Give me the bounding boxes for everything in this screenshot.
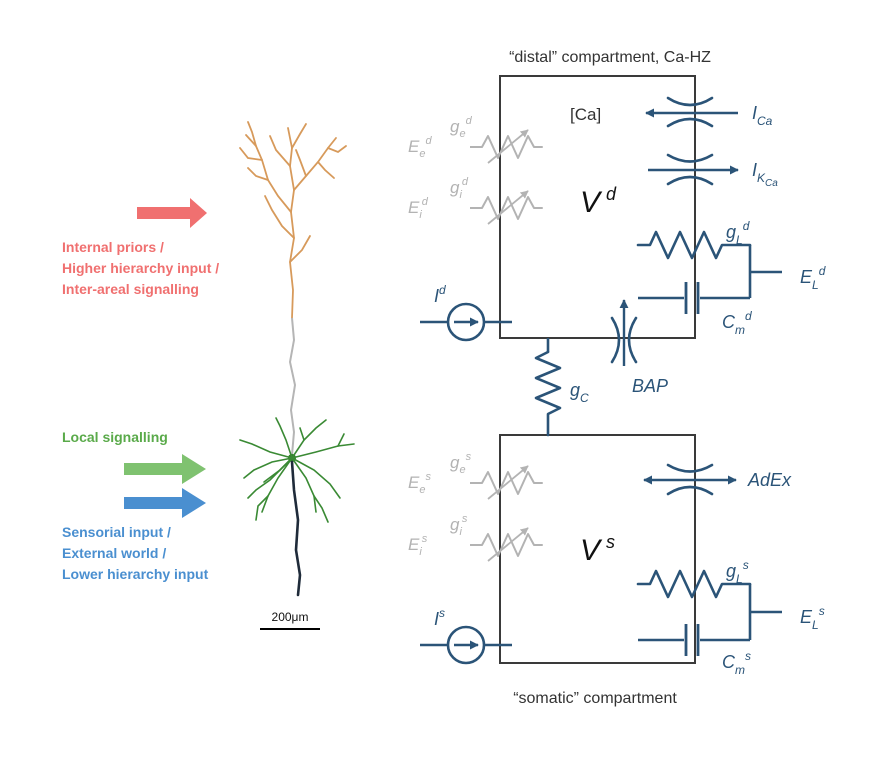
apical-tuft xyxy=(239,121,347,319)
i-ca-label: ICa xyxy=(752,103,773,128)
g-i-s-label: gis xyxy=(450,513,468,538)
sensory-label-line1: Sensorial input / xyxy=(62,524,171,540)
e-e-d-label: Eed xyxy=(408,135,432,160)
e-e-s-label: Ees xyxy=(408,471,431,496)
c-m-d-label: Cmd xyxy=(722,309,752,337)
somatic-excitatory-synapse xyxy=(470,465,543,500)
e-l-s-label: ELs xyxy=(800,604,825,632)
axon xyxy=(290,460,302,597)
adex-channel xyxy=(643,463,737,496)
i-kca-label: IKCa xyxy=(752,160,778,189)
somatic-compartment-box xyxy=(499,434,696,664)
g-l-s-label: gLs xyxy=(726,558,749,586)
somatic-inhibitory-synapse xyxy=(470,527,543,562)
coupling-conductance xyxy=(534,338,562,437)
g-e-d-label: ged xyxy=(450,115,473,140)
basal-dendrites xyxy=(239,417,355,523)
internal-label-line2: Higher hierarchy input / xyxy=(62,260,219,276)
bap-channel xyxy=(610,299,638,366)
i-d-label: Id xyxy=(434,283,446,306)
local-label: Local signalling xyxy=(62,429,168,445)
sensory-label-line3: Lower hierarchy input xyxy=(62,566,209,582)
g-c-label: gC xyxy=(570,380,589,405)
ca-channel xyxy=(645,96,738,128)
g-l-d-label: gLd xyxy=(726,219,750,247)
adex-label: AdEx xyxy=(747,470,792,490)
distal-leak-conductance xyxy=(636,230,782,314)
sensory-input-arrow xyxy=(124,488,206,518)
kca-channel xyxy=(648,153,739,186)
e-i-d-label: Eid xyxy=(408,196,429,221)
internal-label-line3: Inter-areal signalling xyxy=(62,281,199,297)
distal-current-source xyxy=(420,302,512,342)
distal-compartment-box xyxy=(499,75,696,339)
apical-trunk xyxy=(288,317,297,456)
somatic-current-source xyxy=(420,625,512,665)
ca-concentration-label: [Ca] xyxy=(570,105,601,124)
distal-title: “distal” compartment, Ca-HZ xyxy=(509,49,711,66)
distal-inhibitory-synapse xyxy=(470,190,543,225)
e-i-s-label: Eis xyxy=(408,533,428,558)
scale-bar-label: 200μm xyxy=(272,610,309,624)
bap-label: BAP xyxy=(632,376,668,396)
internal-label-line1: Internal priors / xyxy=(62,239,164,255)
internal-input-arrow xyxy=(137,198,207,228)
i-s-label: Is xyxy=(434,606,445,629)
e-l-d-label: ELd xyxy=(800,264,826,292)
somatic-leak-conductance xyxy=(636,569,782,656)
distal-excitatory-synapse xyxy=(470,129,543,164)
sensory-label-line2: External world / xyxy=(62,545,166,561)
somatic-title: “somatic” compartment xyxy=(513,690,677,707)
neuron-morphology: 200μm xyxy=(239,121,355,630)
g-e-s-label: ges xyxy=(450,451,472,476)
local-input-arrow xyxy=(124,454,206,484)
g-i-d-label: gid xyxy=(450,176,469,201)
c-m-s-label: Cms xyxy=(722,649,751,677)
